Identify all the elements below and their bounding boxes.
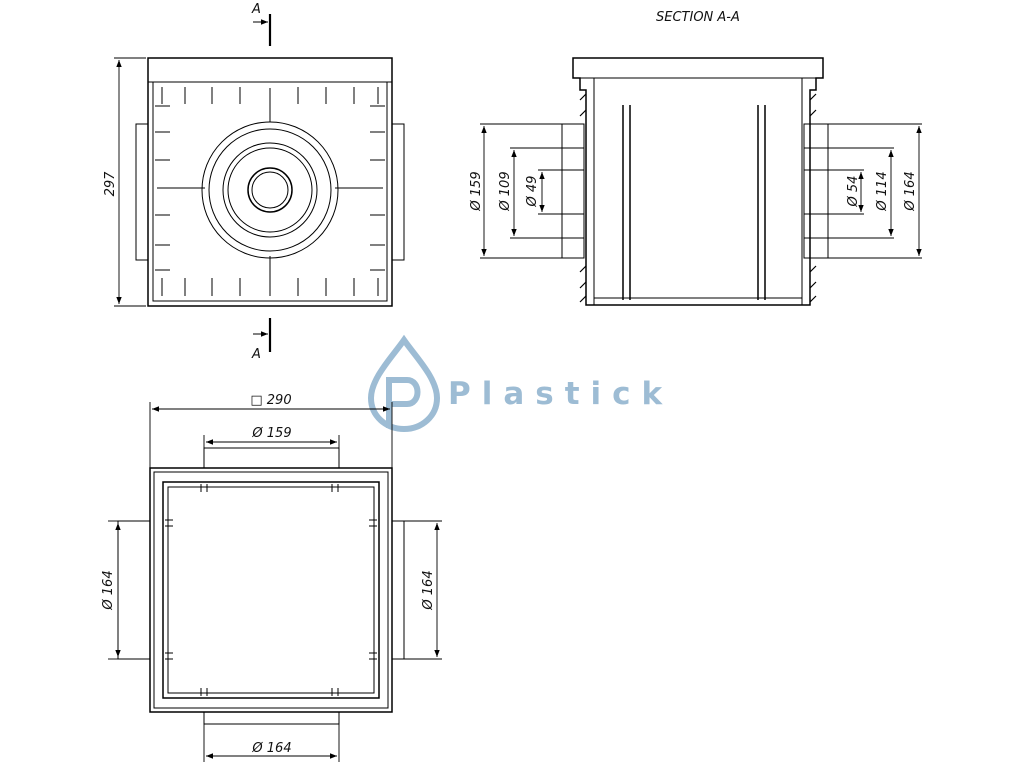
section-dim-159: Ø 159 <box>469 171 484 211</box>
bottom-right-outlet-label: Ø 164 <box>421 570 436 610</box>
brand-name: Plastick <box>448 376 673 412</box>
section-marker-bottom: A <box>251 318 272 362</box>
section-left-wall-hatch <box>579 93 587 303</box>
drop-p-logo-icon <box>367 334 441 433</box>
bottom-top-outlet-label: Ø 159 <box>251 426 291 441</box>
section-marker-top-label: A <box>251 2 261 17</box>
section-ribs <box>622 105 766 300</box>
section-left-dimensions: Ø 159 Ø 109 Ø 49 <box>469 123 562 259</box>
section-right-dimensions: Ø 54 Ø 114 Ø 164 <box>828 123 922 259</box>
bottom-frame-tabs <box>165 484 377 696</box>
bottom-bottom-outlet-dimension: Ø 164 <box>203 724 340 762</box>
section-marker-top: A <box>251 2 272 46</box>
bottom-left-outlet-dimension: Ø 164 <box>101 520 121 660</box>
brand-logo: Plastick <box>367 334 673 433</box>
bottom-inner-frame <box>162 481 380 699</box>
plan-height-dimension: 297 <box>103 57 146 307</box>
section-left-outlet <box>561 123 585 259</box>
section-dim-49: Ø 49 <box>525 176 540 208</box>
section-marker-bottom-label: A <box>251 347 261 362</box>
bottom-top-outlet <box>203 447 340 469</box>
plan-side-ribs <box>155 105 385 271</box>
plan-height-label: 297 <box>103 171 118 197</box>
bottom-left-outlet <box>117 520 151 660</box>
section-right-outlet <box>803 123 829 259</box>
section-dim-164: Ø 164 <box>903 171 918 211</box>
bottom-left-outlet-label: Ø 164 <box>101 570 116 610</box>
section-right-wall-hatch <box>809 93 817 303</box>
plan-inner-wall <box>152 81 388 302</box>
bottom-view: □ 290 Ø 159 <box>101 393 442 762</box>
section-dim-54: Ø 54 <box>846 176 861 208</box>
plan-drain-rings <box>201 121 339 259</box>
plan-left-outlet <box>135 123 149 261</box>
plan-right-outlet <box>391 123 405 261</box>
bottom-width-label: □ 290 <box>250 393 291 408</box>
plan-view: A <box>103 2 405 362</box>
section-view: SECTION A-A <box>469 10 922 306</box>
plan-top-ribs <box>161 87 379 104</box>
section-dim-114: Ø 114 <box>875 171 890 211</box>
bottom-bottom-outlet-label: Ø 164 <box>251 741 291 756</box>
bottom-width-dimension: □ 290 <box>149 393 393 470</box>
bottom-right-outlet <box>391 520 405 660</box>
bottom-right-outlet-dimension: Ø 164 <box>404 520 442 660</box>
bottom-bottom-outlet <box>203 711 340 725</box>
bottom-top-outlet-dimension: Ø 159 <box>203 426 340 466</box>
bottom-outer-frame <box>149 467 393 713</box>
section-dim-109: Ø 109 <box>498 171 513 211</box>
plan-bottom-ribs <box>161 278 379 296</box>
section-title: SECTION A-A <box>656 10 740 25</box>
